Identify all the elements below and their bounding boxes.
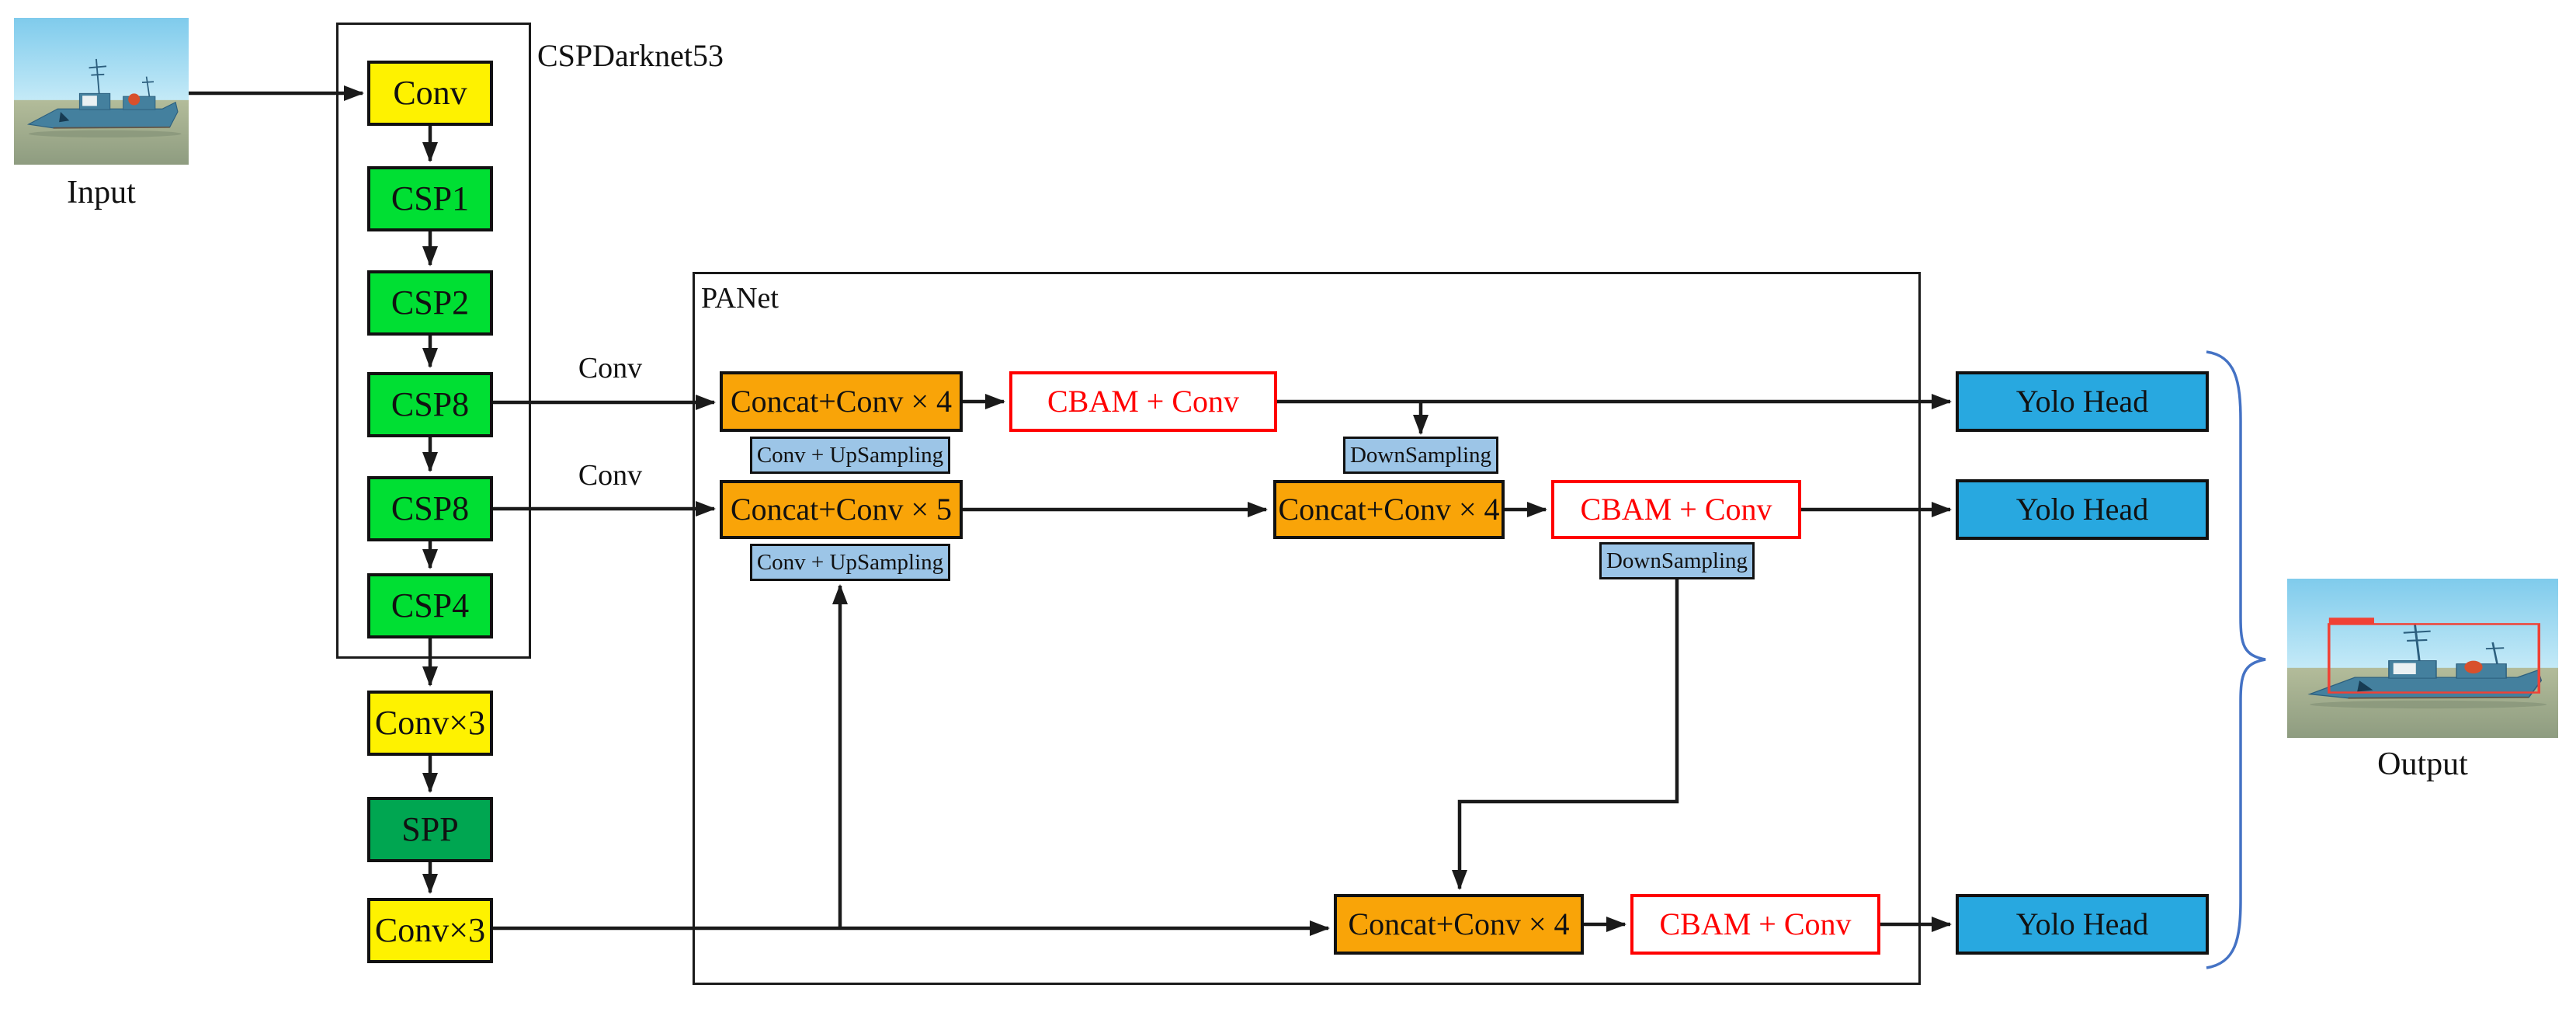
node-cbam-conv-1: CBAM + Conv (1009, 371, 1277, 432)
node-spp: SPP (367, 797, 493, 862)
node-yolo-head-3: Yolo Head (1956, 894, 2209, 955)
node-csp8-a: CSP8 (367, 372, 493, 437)
edge-label-conv-top: Conv (578, 352, 643, 384)
node-concat-conv4-top: Concat+Conv × 4 (720, 371, 963, 432)
arrow-downsampling2-to-concat4bottom (1452, 579, 1679, 890)
node-csp2: CSP2 (367, 270, 493, 336)
node-yolo-head-1: Yolo Head (1956, 371, 2209, 432)
node-downsampling-2: DownSampling (1599, 542, 1755, 579)
neck-title: PANet (701, 282, 779, 315)
node-conv-upsampling-2: Conv + UpSampling (750, 544, 950, 581)
node-yolo-head-2: Yolo Head (1956, 479, 2209, 540)
node-conv3-b: Conv×3 (367, 898, 493, 963)
node-cbam-conv-3: CBAM + Conv (1630, 894, 1880, 955)
panet-frame (693, 272, 1921, 985)
node-csp4: CSP4 (367, 573, 493, 638)
output-caption: Output (2377, 746, 2468, 782)
node-csp8-b: CSP8 (367, 476, 493, 541)
node-csp1: CSP1 (367, 166, 493, 231)
input-caption: Input (67, 175, 136, 210)
node-concat-conv4-mid: Concat+Conv × 4 (1273, 480, 1505, 539)
input-ship-image (14, 18, 189, 165)
backbone-title: CSPDarknet53 (537, 38, 724, 73)
node-concat-conv4-bottom: Concat+Conv × 4 (1334, 894, 1584, 955)
node-conv-upsampling-1: Conv + UpSampling (750, 437, 950, 474)
output-brace (2206, 350, 2266, 969)
node-cbam-conv-2: CBAM + Conv (1551, 480, 1801, 539)
detection-bounding-box (2328, 618, 2541, 694)
cspdarknet53-frame (336, 23, 531, 659)
node-conv: Conv (367, 61, 493, 126)
node-downsampling-1: DownSampling (1343, 437, 1498, 474)
edge-label-conv-mid: Conv (578, 459, 643, 492)
node-concat-conv5: Concat+Conv × 5 (720, 480, 963, 539)
node-conv3-a: Conv×3 (367, 691, 493, 756)
output-ship-image (2287, 579, 2558, 738)
